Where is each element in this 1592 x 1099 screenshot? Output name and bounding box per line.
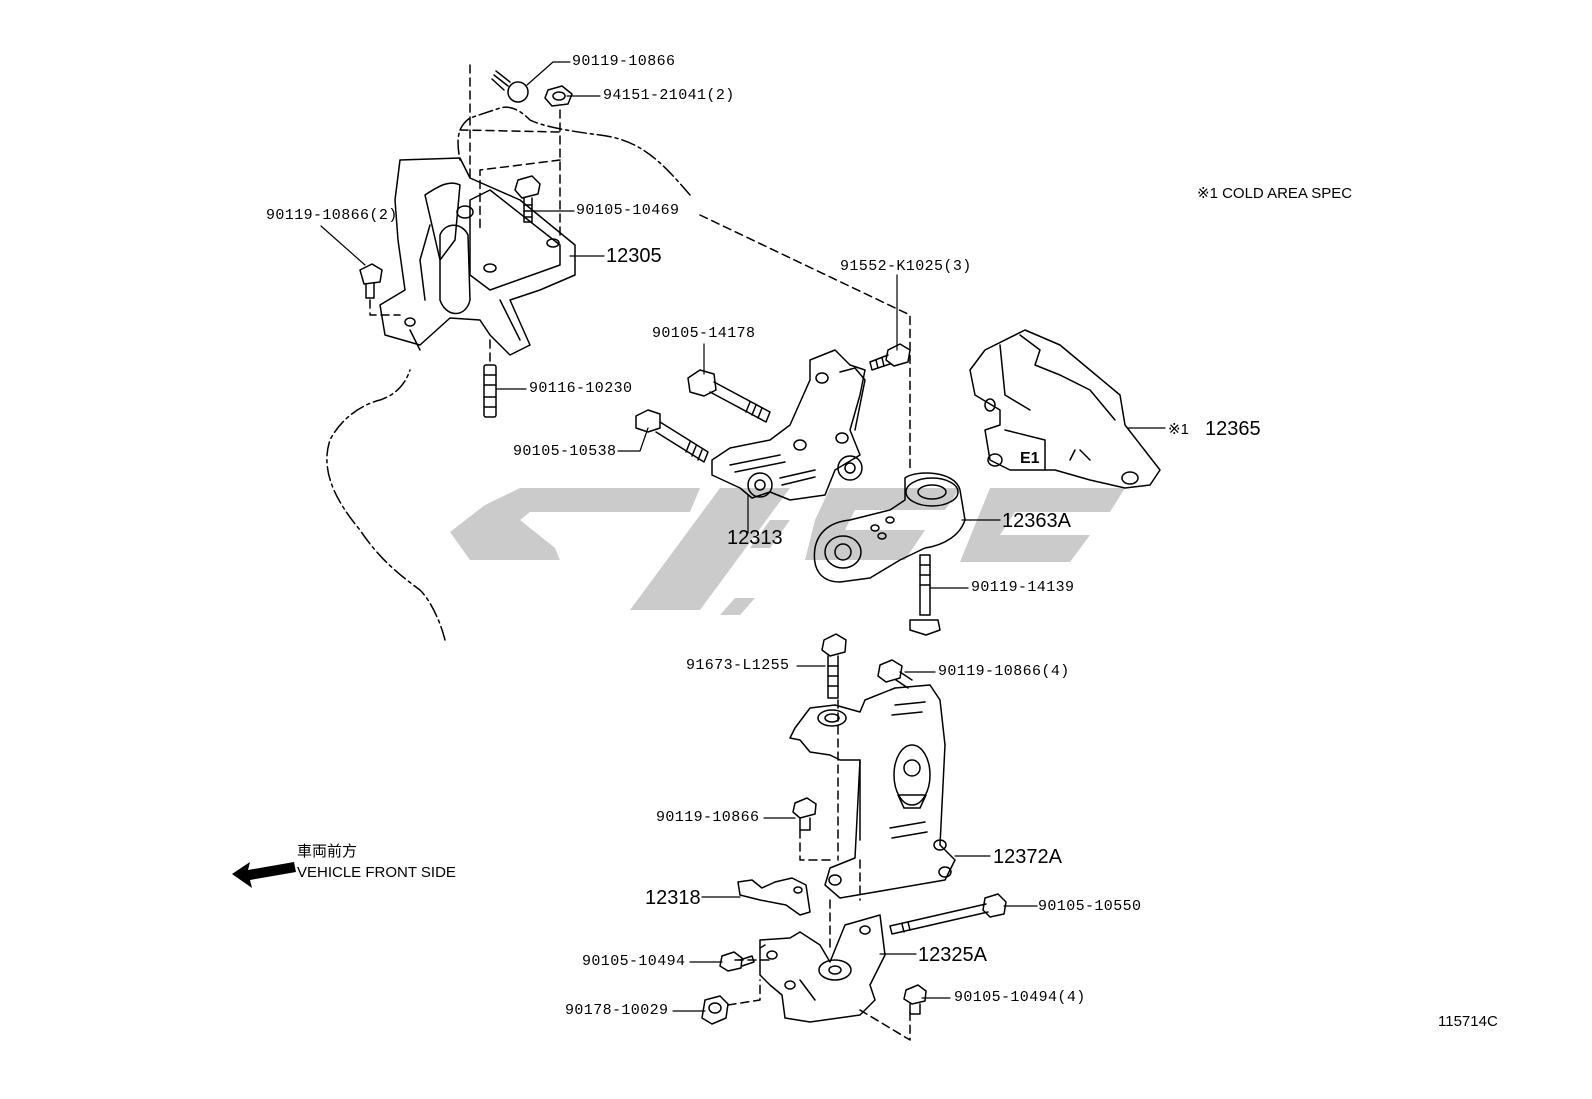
bolt-90119-10866-top (491, 70, 529, 103)
bracket-12372A (789, 684, 956, 899)
bolt-91552-K1025 (869, 343, 911, 371)
note-front-jp: 車両前方 (297, 843, 358, 860)
label-12363A: 12363A (1002, 510, 1071, 532)
stamp-e1: E1 (1020, 450, 1040, 467)
label-90105-10494-4: 90105-10494(4) (954, 989, 1086, 1006)
label-90119-10866-lower: 90119-10866 (656, 809, 760, 826)
bracket-12325A (759, 914, 886, 1023)
bolt-91673-L1255 (821, 633, 847, 699)
label-90105-10550: 90105-10550 (1038, 898, 1142, 915)
label-90105-14178: 90105-14178 (652, 325, 756, 342)
watermark-logo (450, 488, 1125, 615)
collar-90178-10029 (701, 995, 729, 1025)
bolt-90105-10538 (635, 409, 709, 463)
stud-90116-10230 (483, 364, 497, 418)
mount-12363A (813, 472, 966, 583)
label-90119-14139: 90119-14139 (971, 579, 1075, 596)
label-90105-10494: 90105-10494 (582, 953, 686, 970)
bolt-90105-10494-left (719, 951, 755, 972)
label-90119-10866-2: 90119-10866(2) (266, 207, 398, 224)
label-12325A: 12325A (918, 944, 987, 966)
bolt-90105-10469 (514, 175, 541, 223)
bolt-90105-10494-right (903, 984, 927, 1015)
label-cold-mark: ※1 (1168, 421, 1189, 438)
mount-12305 (379, 157, 576, 356)
bolt-90105-10550 (889, 893, 1007, 935)
part-12318 (737, 877, 811, 916)
bolt-90119-14139 (909, 554, 941, 636)
label-90105-10469: 90105-10469 (576, 202, 680, 219)
drawing-number: 115714C (1438, 1013, 1498, 1030)
leader-lines (320, 61, 1166, 1012)
label-90178-10029: 90178-10029 (565, 1002, 669, 1019)
note-front-en: VEHICLE FRONT SIDE (297, 864, 456, 881)
label-12318: 12318 (645, 887, 701, 909)
label-91673-L1255: 91673-L1255 (686, 657, 790, 674)
label-12313: 12313 (727, 527, 783, 549)
label-90105-10538: 90105-10538 (513, 443, 617, 460)
note-cold-area-spec: ※1 COLD AREA SPEC (1197, 185, 1353, 202)
bolt-90119-10866-lower (792, 797, 817, 831)
cover-12365 (969, 329, 1161, 489)
engine-outline (326, 106, 691, 641)
label-12372A: 12372A (993, 846, 1062, 868)
label-90116-10230: 90116-10230 (529, 380, 633, 397)
assembly-guide-lines (369, 64, 911, 1041)
bolt-90105-14178 (687, 369, 771, 423)
label-12365: 12365 (1205, 418, 1261, 440)
label-90119-10866-4: 90119-10866(4) (938, 663, 1070, 680)
arrow-left-icon (232, 862, 296, 888)
label-94151-21041: 94151-21041(2) (603, 87, 735, 104)
bracket-12313 (711, 349, 866, 501)
label-90119-10866-top: 90119-10866 (572, 53, 676, 70)
label-12305: 12305 (606, 245, 662, 267)
bolt-90119-10866-mid (877, 659, 913, 689)
nut-94151-21041 (544, 85, 573, 107)
label-91552-K1025: 91552-K1025(3) (840, 258, 972, 275)
bolt-90119-10866-left (359, 263, 383, 299)
